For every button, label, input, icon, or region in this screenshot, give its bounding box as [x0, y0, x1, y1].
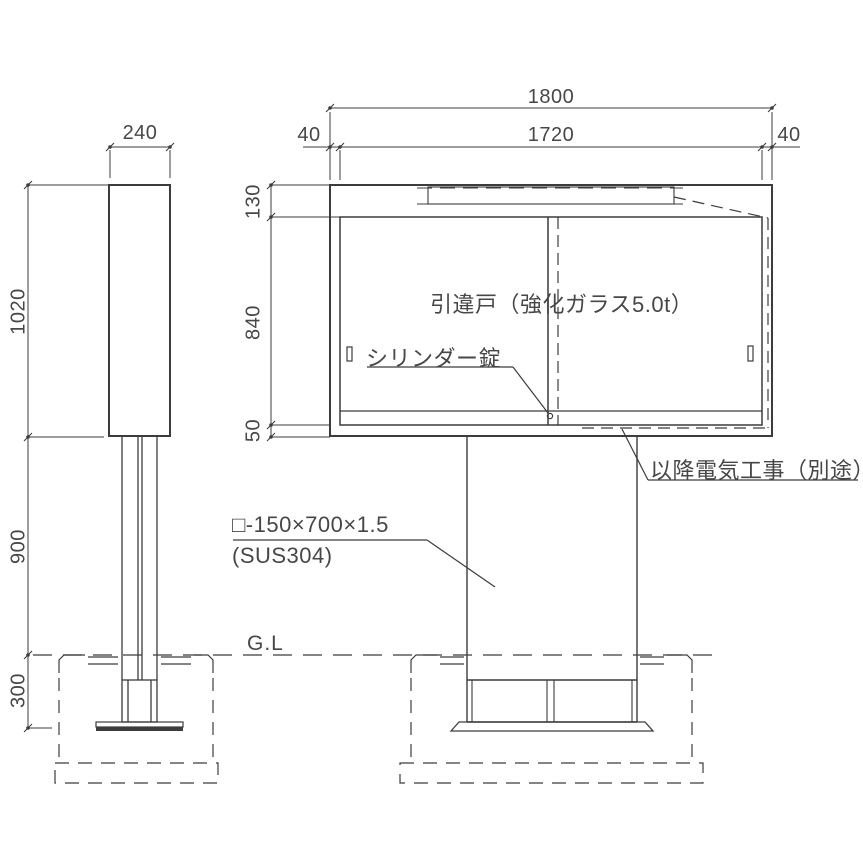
dim-post-height: 900	[7, 529, 30, 564]
leader-cylinder-lock	[367, 366, 554, 420]
front-cabinet-outline	[329, 184, 773, 437]
left-door-handle	[346, 346, 353, 362]
side-foundation	[54, 654, 219, 784]
dimension-lines	[27, 107, 800, 729]
leader-electrical	[621, 428, 858, 481]
label-electrical-work: 以降電気工事（別途）	[650, 458, 863, 483]
right-door-handle	[747, 345, 754, 362]
dimension-ticks	[23, 103, 777, 733]
front-base-plate	[449, 721, 655, 732]
label-post-spec: □-150×700×1.5	[232, 512, 389, 537]
side-base-plate	[95, 721, 184, 731]
leader-lines	[233, 366, 858, 588]
dim-bottom-band: 50	[242, 418, 265, 443]
dim-margin-right: 40	[777, 124, 801, 146]
dim-inner-width: 1720	[527, 124, 575, 146]
light-fixture	[417, 186, 683, 205]
dim-top-band: 130	[242, 184, 265, 219]
dim-side-depth: 240	[122, 122, 158, 144]
dim-foundation-depth: 300	[7, 673, 30, 708]
hidden-wiring	[582, 196, 769, 429]
leader-post-spec	[233, 539, 496, 588]
front-foundation	[399, 654, 704, 784]
dim-total-width: 1800	[527, 86, 575, 108]
front-pedestal	[449, 436, 655, 732]
front-view	[329, 184, 773, 784]
label-post-material: (SUS304)	[232, 543, 333, 568]
dim-margin-left: 40	[297, 124, 321, 146]
dim-door-height: 840	[242, 305, 265, 340]
front-door-frame	[339, 216, 763, 426]
side-post	[121, 436, 158, 723]
label-sliding-door: 引違戸（強化ガラス5.0t）	[430, 292, 694, 317]
dim-cabinet-height: 1020	[7, 288, 30, 335]
tick-slashes	[23, 103, 777, 733]
label-ground-line: G.L	[247, 632, 284, 655]
side-view	[54, 184, 219, 784]
side-cabinet-outline	[108, 184, 171, 437]
label-cylinder-lock: シリンダー錠	[366, 346, 502, 371]
